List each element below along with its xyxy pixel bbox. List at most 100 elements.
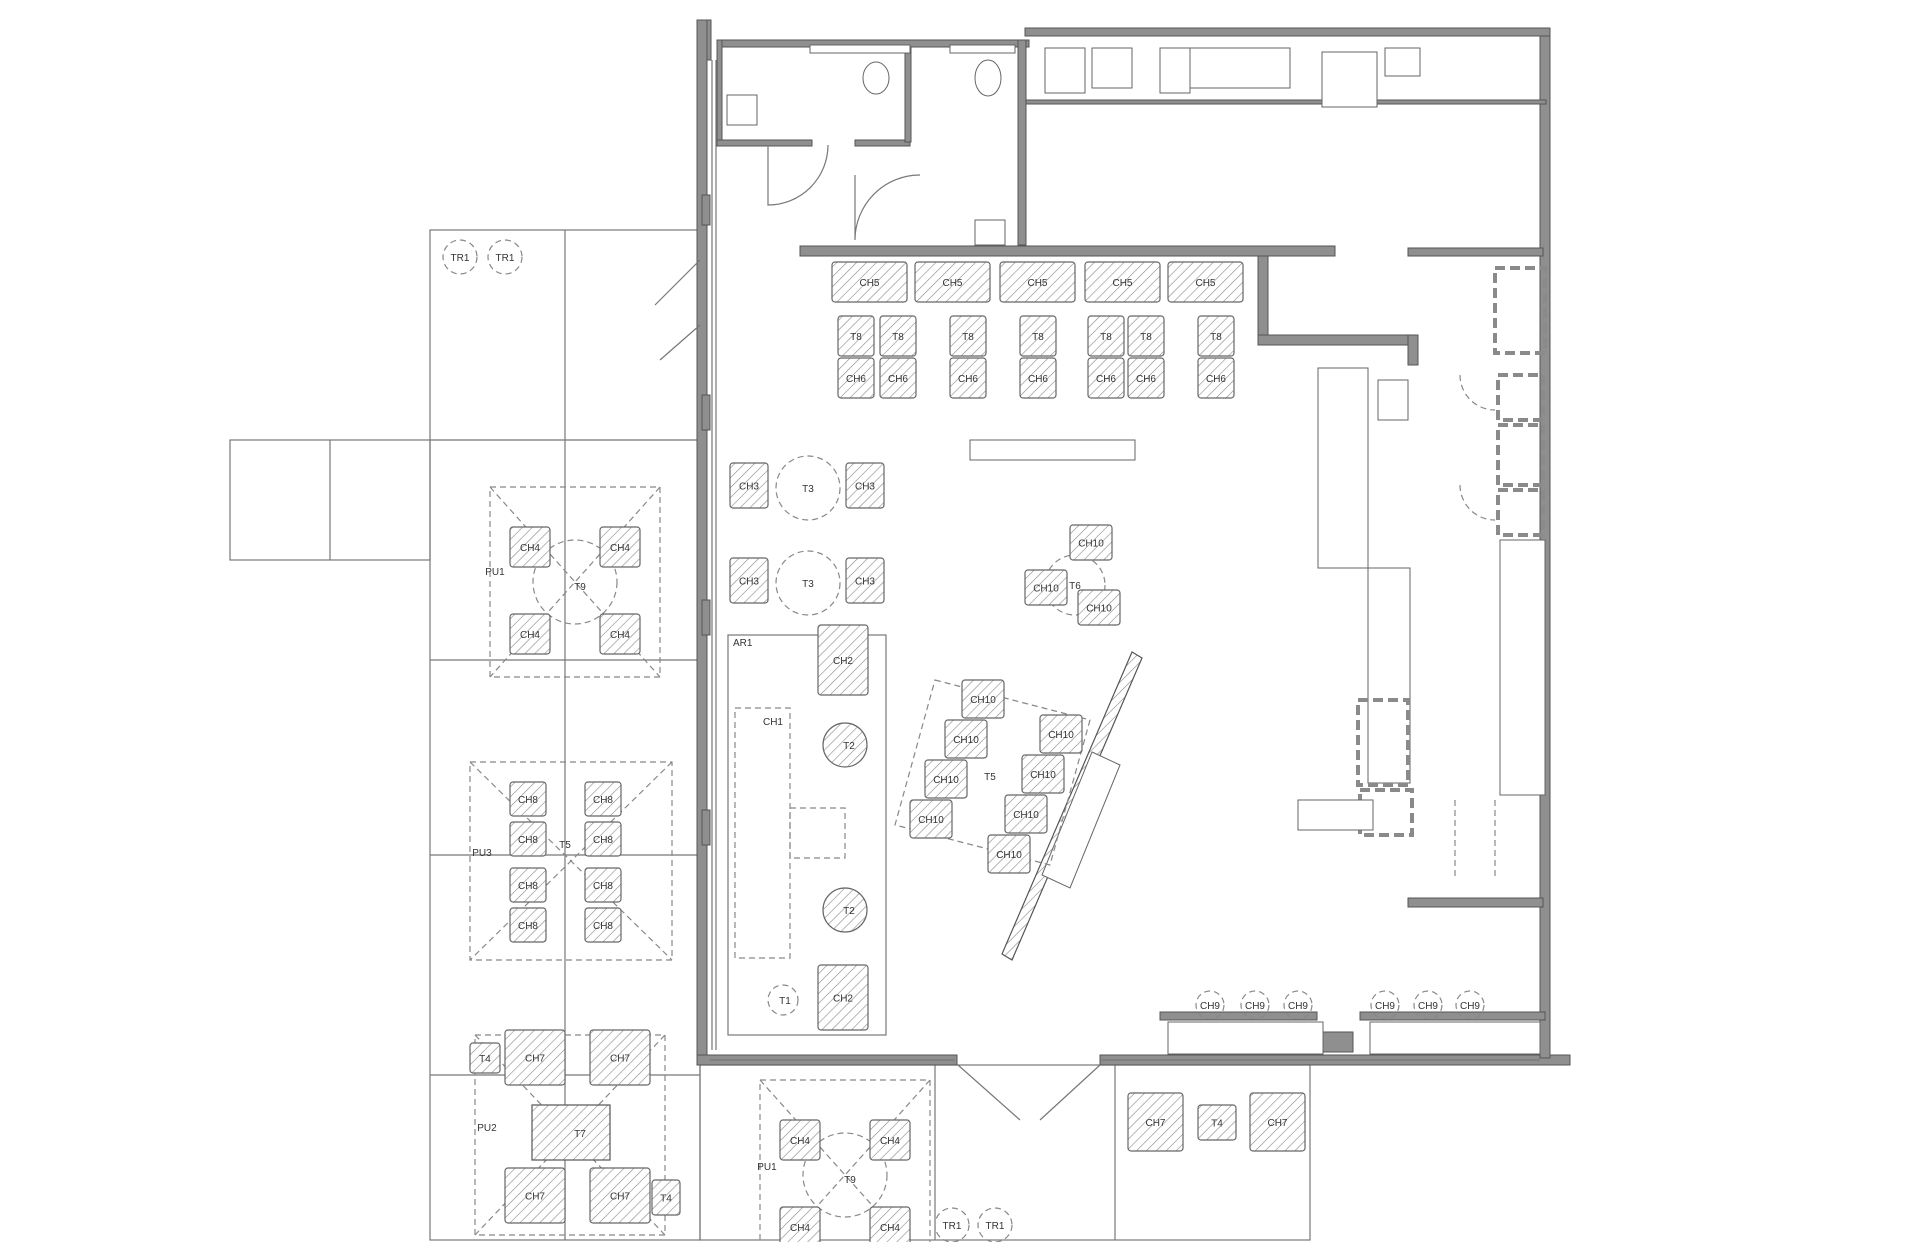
chair-ch4: CH4 xyxy=(599,526,641,568)
chair-ch3: CH3 xyxy=(845,557,885,604)
chair-ch8: CH8 xyxy=(584,867,622,903)
chair-t8: T8 xyxy=(949,315,987,357)
doors xyxy=(654,144,1496,1121)
chair-ch4: CH4 xyxy=(509,526,551,568)
chair-label: T8 xyxy=(850,332,862,343)
stool-label-ch9: CH9 xyxy=(1418,1001,1438,1012)
chair-t8: T8 xyxy=(1019,315,1057,357)
chair-ch10: CH10 xyxy=(909,799,953,839)
kitchen-equipment xyxy=(969,47,1547,1055)
chair-label: CH6 xyxy=(1136,374,1156,385)
chair-ch8: CH8 xyxy=(584,821,622,857)
table-t9 xyxy=(802,1132,888,1218)
chair-label: CH6 xyxy=(958,374,978,385)
chair-label: CH3 xyxy=(855,577,875,588)
chair-label: T8 xyxy=(892,332,904,343)
restroom-fixtures xyxy=(726,44,1016,246)
stool-label-ch9: CH9 xyxy=(1288,1001,1308,1012)
chair-ch4: CH4 xyxy=(869,1206,911,1242)
stool-ch9 xyxy=(1455,990,1485,1020)
chair-label: CH10 xyxy=(918,815,944,826)
chair-ch4: CH4 xyxy=(779,1119,821,1161)
chair-label: CH6 xyxy=(846,374,866,385)
chair-t8: T8 xyxy=(837,315,875,357)
chair-label: CH2 xyxy=(833,994,853,1005)
chair-ch3: CH3 xyxy=(729,462,769,509)
chair-ch10: CH10 xyxy=(1024,569,1068,606)
chair-label: CH3 xyxy=(739,482,759,493)
chair-label: CH8 xyxy=(593,835,613,846)
chair-ch7: CH7 xyxy=(504,1167,566,1224)
chair-ch3: CH3 xyxy=(845,462,885,509)
chair-label: CH3 xyxy=(855,482,875,493)
table-t2 xyxy=(822,887,868,933)
chair-t8: T8 xyxy=(879,315,917,357)
stool-ch9 xyxy=(1283,990,1313,1020)
table-t9 xyxy=(532,539,618,625)
umbrella-label-pu1: PU1 xyxy=(757,1162,777,1173)
chair-label: CH8 xyxy=(593,881,613,892)
table-t3 xyxy=(775,550,841,616)
stool-ch9 xyxy=(1240,990,1270,1020)
chair-t8: T8 xyxy=(1087,315,1125,357)
chair-label: CH5 xyxy=(1112,278,1132,289)
chair-label: T8 xyxy=(1140,332,1152,343)
table-t3 xyxy=(775,455,841,521)
chair-label: CH4 xyxy=(520,630,540,641)
chair-label: CH7 xyxy=(1267,1118,1287,1129)
chair-ch7: CH7 xyxy=(589,1167,651,1224)
table-t1 xyxy=(767,984,799,1016)
chair-ch8: CH8 xyxy=(509,867,547,903)
chair-label: CH10 xyxy=(970,695,996,706)
chair-ch6: CH6 xyxy=(1019,357,1057,399)
chair-label: CH7 xyxy=(525,1192,545,1203)
table-label-t5: T5 xyxy=(984,772,996,783)
chair-ch10: CH10 xyxy=(1039,714,1083,754)
table-label-t2: T2 xyxy=(843,741,855,752)
chair-ch10: CH10 xyxy=(1069,524,1113,561)
chair-label: CH8 xyxy=(593,795,613,806)
chair-label: CH8 xyxy=(518,921,538,932)
chair-label: CH4 xyxy=(880,1136,900,1147)
chair-ch10: CH10 xyxy=(1004,794,1048,834)
tree-tr1 xyxy=(487,239,523,275)
chair-label: T4 xyxy=(660,1194,672,1205)
chair-ch4: CH4 xyxy=(779,1206,821,1242)
chair-label: CH5 xyxy=(1027,278,1047,289)
chair-ch3: CH3 xyxy=(729,557,769,604)
table-label-t5-terrace: T5 xyxy=(559,840,571,851)
chair-label: CH4 xyxy=(790,1136,810,1147)
chair-label: T4 xyxy=(479,1054,491,1065)
chair-ch5: CH5 xyxy=(999,261,1076,303)
chair-ch6: CH6 xyxy=(1127,357,1165,399)
chair-ch8: CH8 xyxy=(584,781,622,817)
chair-ch4: CH4 xyxy=(599,613,641,655)
table-label-t2: T2 xyxy=(843,906,855,917)
table-label-t9: T9 xyxy=(574,582,586,593)
chair-label: CH5 xyxy=(1195,278,1215,289)
stool-ch9 xyxy=(1413,990,1443,1020)
stool-label-ch9: CH9 xyxy=(1375,1001,1395,1012)
stool-label-ch9: CH9 xyxy=(1460,1001,1480,1012)
chair-label: T8 xyxy=(962,332,974,343)
chair-t4: T4 xyxy=(651,1179,681,1216)
chair-label: CH10 xyxy=(1086,604,1112,615)
chair-ch2: CH2 xyxy=(817,964,869,1031)
chair-ch6: CH6 xyxy=(949,357,987,399)
table-label-t3: T3 xyxy=(802,484,814,495)
chair-label: CH6 xyxy=(888,374,908,385)
table-t2 xyxy=(822,722,868,768)
chair-label: CH2 xyxy=(833,656,853,667)
table-label-t7: T7 xyxy=(574,1129,586,1140)
chair-ch6: CH6 xyxy=(1197,357,1235,399)
chair-label: T8 xyxy=(1100,332,1112,343)
lounge-ar1: AR1 xyxy=(727,634,887,1036)
tree-tr1 xyxy=(977,1207,1013,1242)
chair-label: CH7 xyxy=(525,1054,545,1065)
chair-ch10: CH10 xyxy=(1021,754,1065,794)
tree-label-tr1: TR1 xyxy=(451,253,470,264)
chair-ch10: CH10 xyxy=(944,719,988,759)
chair-ch4: CH4 xyxy=(509,613,551,655)
